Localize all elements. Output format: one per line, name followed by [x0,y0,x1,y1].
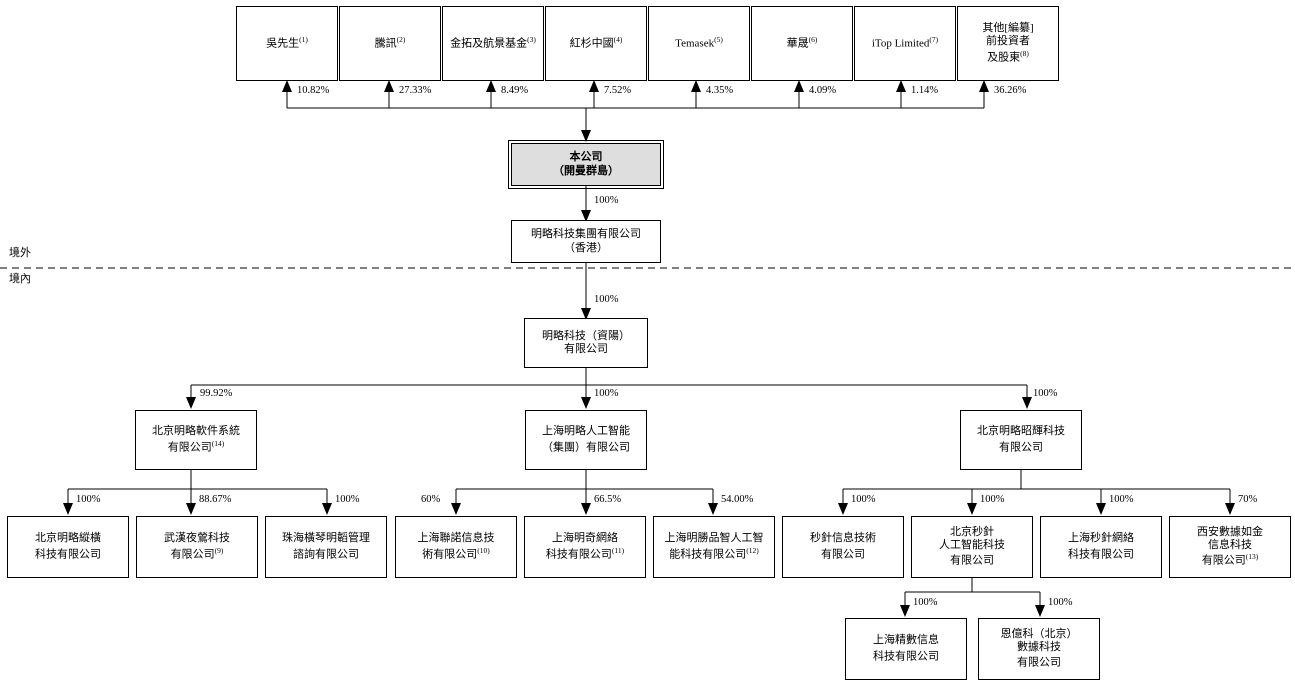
tier4c-name-2: 上海秒針網絡 科技有限公司 [1068,532,1134,561]
company-to-hk-pct: 100% [594,195,619,206]
tier4a-name-1: 武漢夜鶯科技 有限公司 [164,532,230,561]
shareholder-pct-1: 27.33% [399,85,432,96]
hk-to-ziyang-pct: 100% [594,294,619,305]
shareholder-note-6: (7) [929,35,939,45]
tier4b-name-1: 上海明奇網絡 科技有限公司 [545,532,618,561]
shareholder-note-7: (8) [1020,48,1029,58]
tier3-note-0: (14) [211,438,225,448]
tier4c-name-3: 西安數據如金 信息科技 有限公司 [1197,525,1263,568]
shareholder-box-2[interactable]: 金拓及航景基金(3) [442,6,544,81]
tier4a-name-2: 珠海橫琴明韜管理 諮詢有限公司 [282,532,370,561]
tier4c-pct-1: 100% [980,494,1005,505]
shareholder-name-6: iTop Limited [871,38,930,51]
tier4a-pct-2: 100% [335,494,360,505]
company-box[interactable]: 本公司 （開曼群島） [508,140,664,189]
tier4a-pct-1: 88.67% [199,494,232,505]
company-name: 本公司 （開曼群島） [553,151,619,177]
tier4a-note-1: (9) [214,545,224,555]
tier4b-pct-2: 54.00% [721,494,754,505]
tier3-name-1: 上海明略人工智能 （集團）有限公司 [542,425,630,454]
tier4b-name-2: 上海明勝品智人工智 能科技有限公司 [664,532,764,561]
tier5-pct-0: 100% [913,597,938,608]
shareholder-name-7: 其他[編纂] 前投資者 及股東 [982,22,1034,64]
tier4c-pct-2: 100% [1109,494,1134,505]
shareholder-box-0[interactable]: 吳先生(1) [236,6,338,81]
shareholder-pct-0: 10.82% [297,85,330,96]
tier5-name-0: 上海精數信息 科技有限公司 [873,634,939,663]
shareholder-note-5: (6) [808,35,818,45]
shareholder-name-0: 吳先生 [266,38,300,51]
shareholder-name-1: 騰訊 [374,38,397,51]
shareholder-pct-4: 4.35% [706,85,734,96]
tier4b-box-0[interactable]: 上海聯諾信息技 術有限公司(10) [395,516,517,578]
tier4b-pct-0: 60% [421,494,441,505]
tier5-box-0[interactable]: 上海精數信息 科技有限公司 [845,618,967,680]
tier4c-pct-3: 70% [1238,494,1258,505]
tier3-pct-2: 100% [1033,388,1058,399]
hk-entity-name: 明略科技集團有限公司 （香港） [531,228,641,254]
shareholder-note-1: (2) [396,35,406,45]
offshore-label: 境外 [9,247,31,259]
tier4b-box-1[interactable]: 上海明奇網絡 科技有限公司(11) [524,516,646,578]
tier5-box-1[interactable]: 恩億科（北京） 數據科技 有限公司 [978,618,1100,680]
ziyang-entity-box[interactable]: 明略科技（資陽） 有限公司 [524,318,648,368]
tier4a-pct-0: 100% [76,494,101,505]
tier4c-box-2[interactable]: 上海秒針網絡 科技有限公司 [1040,516,1162,578]
tier5-name-1: 恩億科（北京） 數據科技 有限公司 [1000,627,1078,670]
tier4b-name-0: 上海聯諾信息技 術有限公司 [417,532,495,561]
tier4b-note-2: (12) [746,545,759,555]
shareholder-pct-6: 1.14% [911,85,939,96]
tier5-pct-1: 100% [1048,597,1073,608]
shareholder-box-4[interactable]: Temasek(5) [648,6,750,81]
tier4b-box-2[interactable]: 上海明勝品智人工智 能科技有限公司(12) [653,516,775,578]
tier3-name-2: 北京明略昭輝科技 有限公司 [977,425,1065,454]
tier4b-note-1: (11) [611,545,625,555]
tier3-box-1[interactable]: 上海明略人工智能 （集團）有限公司 [525,410,647,470]
ziyang-entity-name: 明略科技（資陽） 有限公司 [542,329,630,355]
shareholder-pct-7: 36.26% [994,85,1027,96]
shareholder-pct-5: 4.09% [809,85,837,96]
shareholder-note-2: (3) [527,35,536,45]
shareholder-note-0: (1) [299,35,308,45]
shareholder-note-3: (4) [613,35,623,45]
shareholder-box-1[interactable]: 騰訊(2) [339,6,441,81]
tier4c-name-1: 北京秒針 人工智能科技 有限公司 [939,525,1005,568]
tier4c-name-0: 秒針信息技術 有限公司 [810,532,876,561]
shareholder-box-7[interactable]: 其他[編纂] 前投資者 及股東(8) [957,6,1059,81]
tier4a-box-0[interactable]: 北京明略縱橫 科技有限公司 [7,516,129,578]
hk-entity-box[interactable]: 明略科技集團有限公司 （香港） [511,220,661,263]
tier4a-name-0: 北京明略縱橫 科技有限公司 [35,532,101,561]
shareholder-box-5[interactable]: 華晟(6) [751,6,853,81]
tier4b-pct-1: 66.5% [594,494,622,505]
tier4a-box-1[interactable]: 武漢夜鶯科技 有限公司(9) [136,516,258,578]
shareholder-name-3: 紅杉中國 [569,38,614,51]
tier4c-box-0[interactable]: 秒針信息技術 有限公司 [782,516,904,578]
tier4c-pct-0: 100% [851,494,876,505]
shareholder-note-4: (5) [714,35,723,45]
shareholder-name-2: 金拓及航景基金 [450,38,528,51]
tier4a-box-2[interactable]: 珠海橫琴明韜管理 諮詢有限公司 [265,516,387,578]
shareholder-box-6[interactable]: iTop Limited(7) [854,6,956,81]
tier3-pct-1: 100% [594,388,619,399]
tier4c-box-3[interactable]: 西安數據如金 信息科技 有限公司(13) [1169,516,1291,578]
tier3-pct-0: 99.92% [200,388,233,399]
tier4c-box-1[interactable]: 北京秒針 人工智能科技 有限公司 [911,516,1033,578]
tier3-name-0: 北京明略軟件系統 有限公司 [152,425,240,454]
tier4b-note-0: (10) [477,545,490,555]
onshore-label: 境內 [9,273,31,285]
shareholder-pct-2: 8.49% [501,85,529,96]
shareholder-name-4: Temasek [675,38,715,51]
tier3-box-0[interactable]: 北京明略軟件系統 有限公司(14) [135,410,257,470]
shareholder-box-3[interactable]: 紅杉中國(4) [545,6,647,81]
tier3-box-2[interactable]: 北京明略昭輝科技 有限公司 [960,410,1082,470]
shareholder-pct-3: 7.52% [604,85,632,96]
tier4c-note-3: (13) [1245,552,1259,562]
shareholder-name-5: 華晟 [786,38,809,51]
